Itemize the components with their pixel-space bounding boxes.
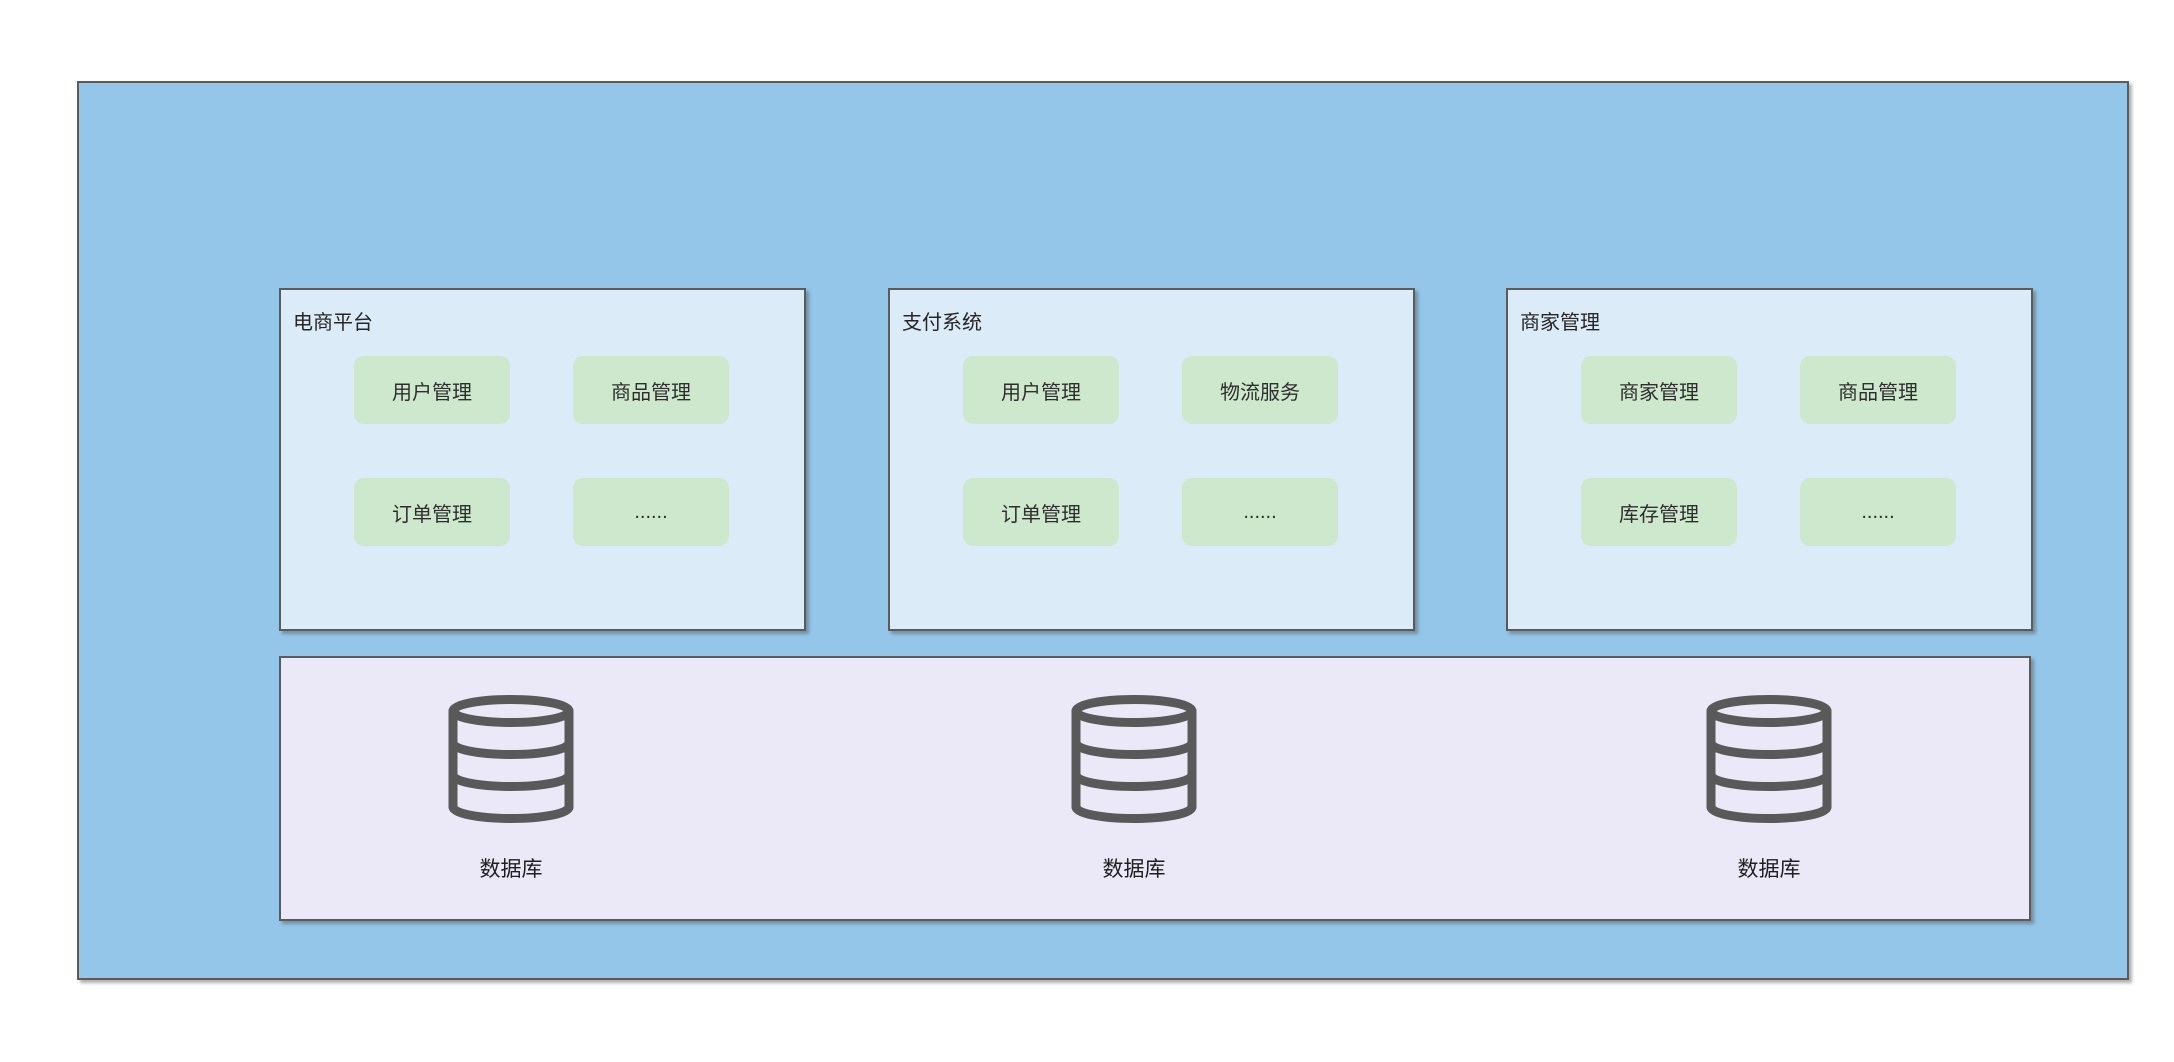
panel-title-merchant: 商家管理 (1520, 312, 1600, 334)
module-product-management: 商品管理 (573, 356, 729, 424)
database-label: 数据库 (479, 858, 543, 881)
system-panel-ecommerce: 电商平台 用户管理 商品管理 订单管理 ...... (279, 288, 806, 631)
system-panel-merchant: 商家管理 商家管理 商品管理 库存管理 ...... (1506, 288, 2033, 631)
database-unit: 数据库 (1067, 695, 1201, 915)
module-user-management: 用户管理 (354, 356, 510, 424)
system-boundary-container: 电商平台 用户管理 商品管理 订单管理 ...... 支付系统 用户管理 物流服… (77, 81, 2129, 980)
module-product-management: 商品管理 (1800, 356, 1956, 424)
panel-title-ecommerce: 电商平台 (293, 312, 373, 334)
module-inventory-management: 库存管理 (1581, 478, 1737, 546)
database-label: 数据库 (1737, 858, 1801, 881)
database-icon (444, 695, 578, 823)
module-order-management: 订单管理 (963, 478, 1119, 546)
module-ellipsis: ...... (1800, 478, 1956, 546)
database-label: 数据库 (1102, 858, 1166, 881)
database-unit: 数据库 (1702, 695, 1836, 915)
data-layer-panel: 数据库 数据库 (279, 656, 2031, 921)
panel-title-payment: 支付系统 (902, 312, 982, 334)
database-icon (1067, 695, 1201, 823)
module-user-management: 用户管理 (963, 356, 1119, 424)
system-panel-payment: 支付系统 用户管理 物流服务 订单管理 ...... (888, 288, 1415, 631)
module-ellipsis: ...... (573, 478, 729, 546)
module-logistics-service: 物流服务 (1182, 356, 1338, 424)
module-merchant-management: 商家管理 (1581, 356, 1737, 424)
module-ellipsis: ...... (1182, 478, 1338, 546)
database-icon (1702, 695, 1836, 823)
module-order-management: 订单管理 (354, 478, 510, 546)
database-unit: 数据库 (444, 695, 578, 915)
